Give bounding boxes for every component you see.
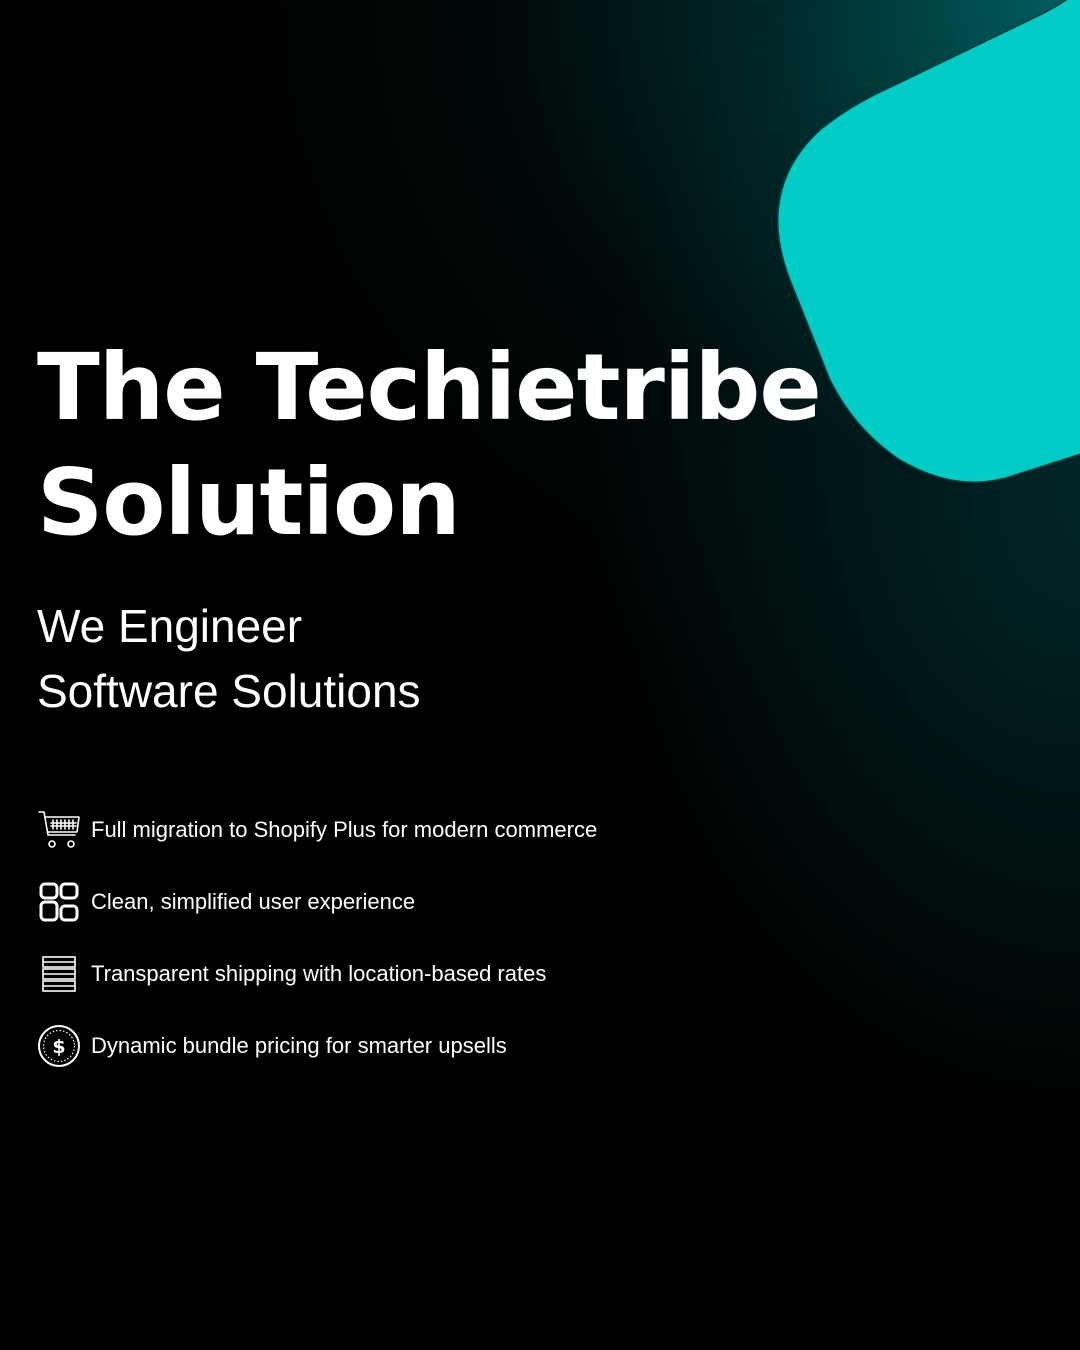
- feature-text: Dynamic bundle pricing for smarter upsel…: [91, 1033, 507, 1058]
- svg-text:$: $: [52, 1036, 65, 1058]
- subtitle-line-2: Software Solutions: [37, 665, 421, 717]
- title-line-1: The Techietribe: [37, 334, 822, 441]
- list-item: Transparent shipping with location-based…: [37, 952, 1037, 996]
- feature-text: Clean, simplified user experience: [91, 889, 416, 914]
- dollar-coin-icon: $: [37, 1024, 81, 1068]
- subtitle-line-1: We Engineer: [37, 600, 303, 652]
- layout-grid-icon: [37, 880, 81, 924]
- server-rack-icon: [37, 952, 81, 996]
- subtitle: We Engineer Software Solutions: [37, 594, 1037, 724]
- feature-text: Full migration to Shopify Plus for moder…: [91, 817, 598, 842]
- list-item: Full migration to Shopify Plus for moder…: [37, 808, 1037, 852]
- list-item: Clean, simplified user experience: [37, 880, 1037, 924]
- title-line-2: Solution: [37, 449, 461, 556]
- shopping-cart-icon: [37, 808, 81, 852]
- feature-text: Transparent shipping with location-based…: [91, 961, 547, 986]
- main-content: The Techietribe Solution We Engineer Sof…: [37, 330, 1037, 1096]
- feature-list: Full migration to Shopify Plus for moder…: [37, 808, 1037, 1068]
- list-item: $ Dynamic bundle pricing for smarter ups…: [37, 1024, 1037, 1068]
- page-title: The Techietribe Solution: [37, 330, 1037, 560]
